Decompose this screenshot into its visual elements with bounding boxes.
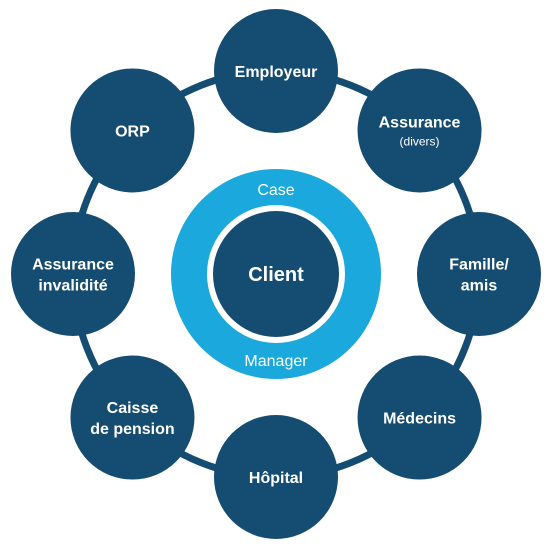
node-assurance-divers: Assurance (divers) bbox=[357, 68, 482, 193]
node-circle-caisse-de-pension bbox=[70, 355, 195, 480]
node-sublabel-assurance-divers: (divers) bbox=[400, 134, 440, 148]
node-label-caisse-de-pension: de pension bbox=[90, 421, 174, 438]
node-label-assurance-invalidite: Assurance bbox=[32, 257, 114, 274]
node-label-medecins: Médecins bbox=[383, 411, 456, 428]
client-label: Client bbox=[248, 264, 304, 286]
client-circle bbox=[213, 211, 339, 337]
node-caisse-de-pension: Caisse de pension bbox=[70, 355, 195, 480]
node-label-famille-amis: Famille/ bbox=[449, 257, 509, 274]
node-label-employeur: Employeur bbox=[235, 64, 318, 81]
node-assurance-invalidite: Assurance invalidité bbox=[11, 212, 135, 336]
node-circle-famille-amis bbox=[417, 212, 541, 336]
node-medecins: Médecins bbox=[357, 355, 482, 480]
node-label-hopital: Hôpital bbox=[249, 470, 303, 487]
node-circle-assurance-divers bbox=[357, 68, 482, 193]
ring-top-label: Case bbox=[257, 182, 294, 199]
node-label-famille-amis: amis bbox=[461, 278, 498, 295]
node-circle-medecins bbox=[357, 355, 482, 480]
node-label-assurance-invalidite: invalidité bbox=[38, 278, 107, 295]
node-circle-orp bbox=[70, 68, 195, 193]
node-circle-assurance-invalidite bbox=[11, 212, 135, 336]
node-label-assurance-divers: Assurance bbox=[379, 114, 461, 131]
node-famille-amis: Famille/amis bbox=[417, 212, 541, 336]
node-orp: ORP bbox=[70, 68, 195, 193]
node-employeur: Employeur bbox=[214, 9, 338, 133]
node-circle-hopital bbox=[214, 415, 338, 539]
node-label-orp: ORP bbox=[115, 123, 150, 140]
node-label-caisse-de-pension: Caisse bbox=[107, 400, 159, 417]
node-hopital: Hôpital bbox=[214, 415, 338, 539]
node-circle-employeur bbox=[214, 9, 338, 133]
ring-bottom-label: Manager bbox=[244, 353, 308, 370]
